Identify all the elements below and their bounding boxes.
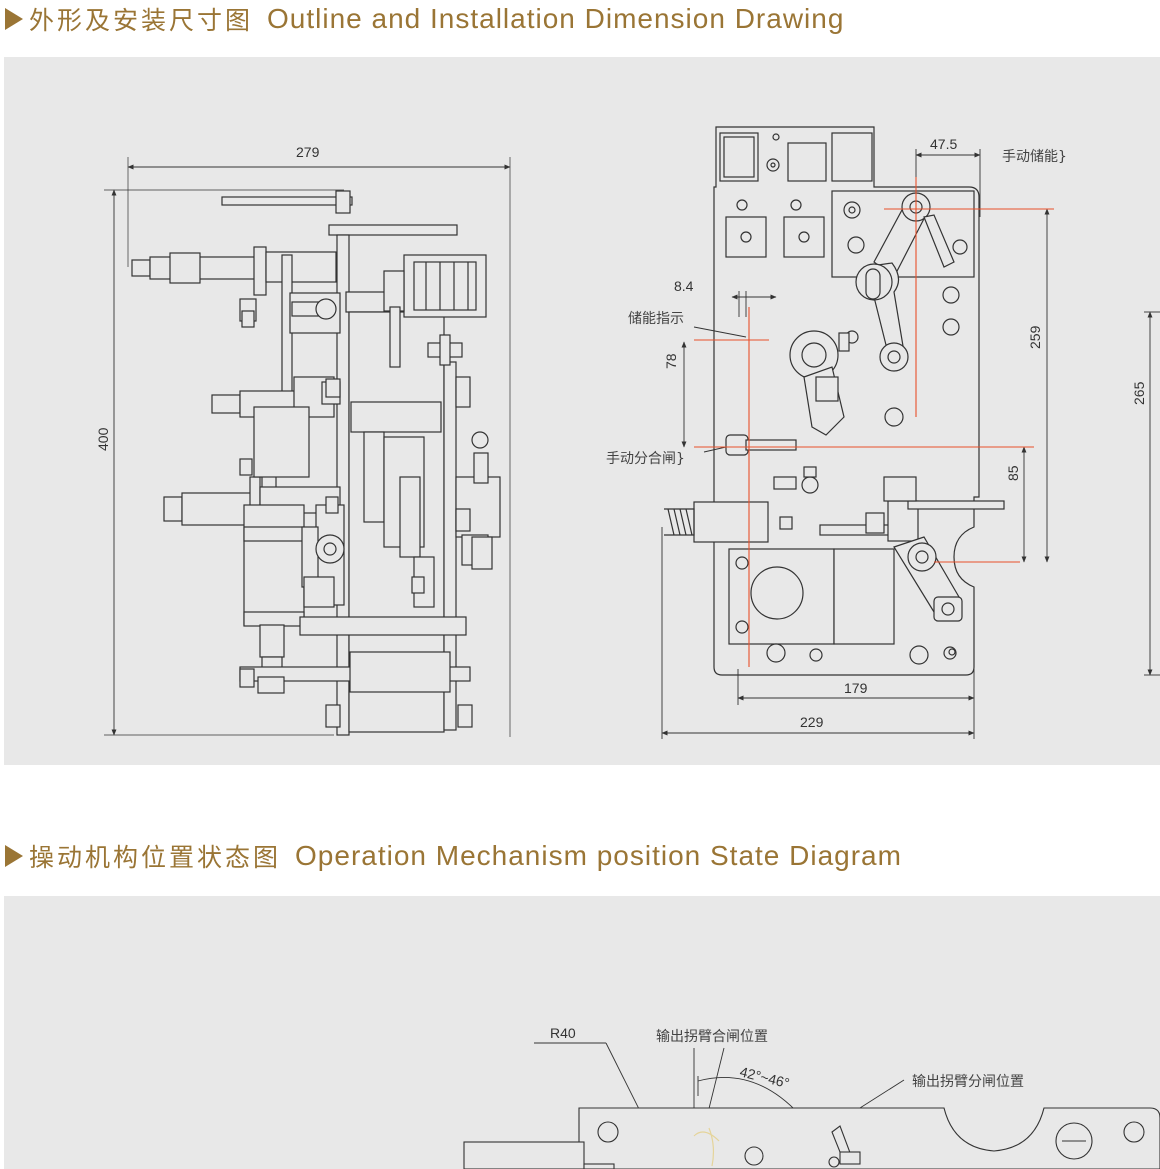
section-title-zh: 外形及安装尺寸图 [29,6,254,35]
label-manual-open-close: 手动分合闸} [606,451,685,467]
section-title-state: 操动机构位置状态图 Operation Mechanism position S… [0,838,902,874]
dim-8-4: 8.4 [674,278,694,294]
dim-265: 265 [1131,381,1147,405]
dim-259: 259 [1027,325,1043,349]
dim-179: 179 [844,680,868,696]
triangle-bullet-icon [5,8,23,30]
label-output-arm-closed: 输出拐臂合闸位置 [656,1029,768,1045]
side-view [104,157,511,737]
front-view [661,126,1160,739]
section-title-outline: 外形及安装尺寸图 Outline and Installation Dimens… [0,1,844,37]
section-title-zh: 操动机构位置状态图 [29,843,282,872]
dim-229: 229 [800,714,824,730]
dim-47-5: 47.5 [930,136,957,152]
section-title-en: Outline and Installation Dimension Drawi… [267,3,845,34]
dim-78: 78 [663,353,679,369]
outline-drawing: 279 400 [95,126,1160,739]
triangle-bullet-icon [5,845,23,867]
state-diagram: R40 输出拐臂合闸位置 输出拐臂分闸位置 42°~46° [463,1025,1160,1169]
state-diagram-panel: R40 输出拐臂合闸位置 输出拐臂分闸位置 42°~46° [4,896,1160,1169]
dim-r40: R40 [550,1025,576,1041]
label-charge-indicator: 储能指示 [628,311,684,327]
dim-85: 85 [1005,465,1021,481]
dim-width-279: 279 [296,144,320,160]
outline-drawing-panel: 279 400 [4,57,1160,765]
label-output-arm-open: 输出拐臂分闸位置 [912,1074,1024,1090]
section-title-en: Operation Mechanism position State Diagr… [295,840,902,871]
label-manual-charge: 手动储能} [1002,149,1067,165]
dim-height-400: 400 [95,427,111,451]
